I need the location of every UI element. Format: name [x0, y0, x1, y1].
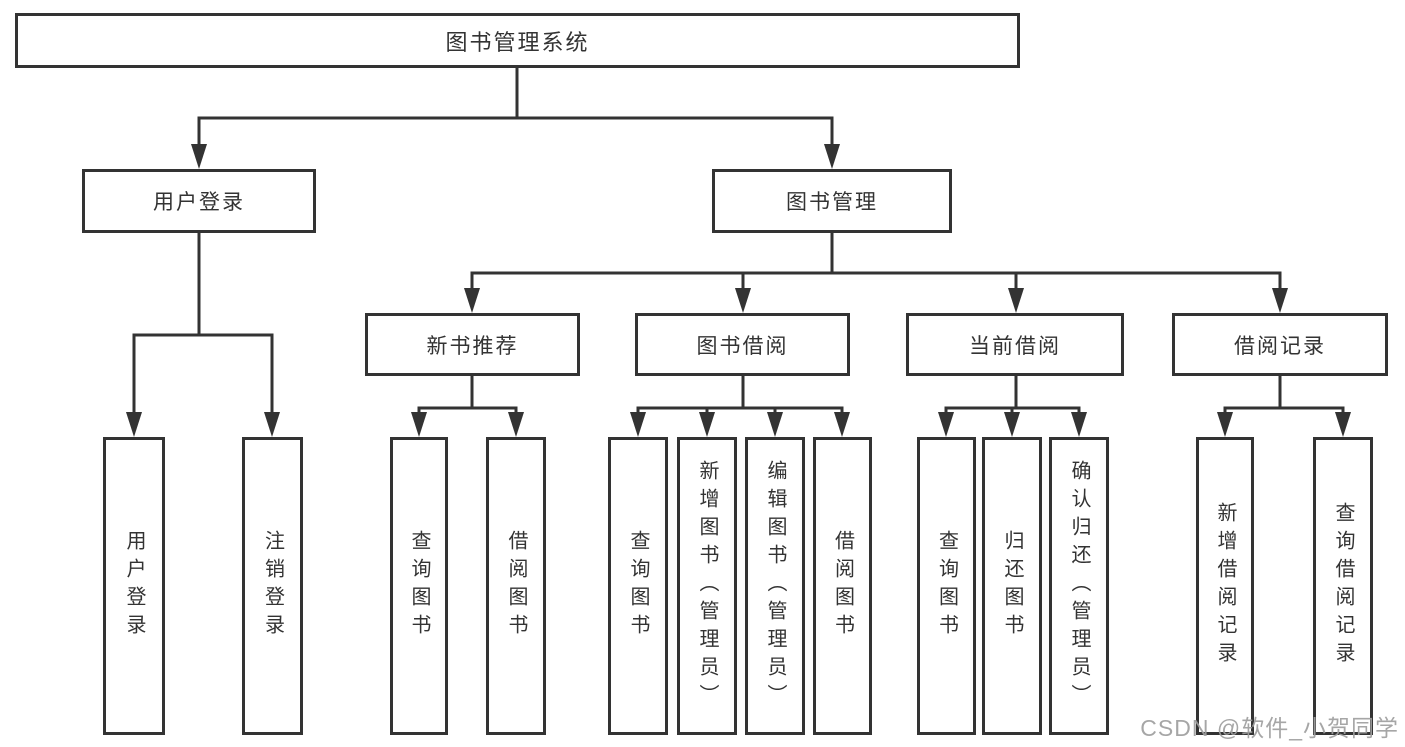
arrowhead-icon: [699, 412, 715, 437]
arrowhead-icon: [1071, 412, 1087, 437]
arrowhead-icon: [767, 412, 783, 437]
node-borrowing-records: 借阅记录: [1172, 313, 1388, 376]
arrowhead-icon: [1335, 412, 1351, 437]
arrowhead-icon: [411, 412, 427, 437]
node-library-management-system: 图书管理系统: [15, 13, 1020, 68]
arrowhead-icon: [938, 412, 954, 437]
node-edit-book-admin: 编辑图书（管理员）: [745, 437, 805, 735]
node-new-book-recommendation: 新书推荐: [365, 313, 580, 376]
arrowhead-icon: [630, 412, 646, 437]
node-user-login-leaf: 用户登录: [103, 437, 165, 735]
arrowhead-icon: [191, 144, 207, 169]
arrowhead-icon: [1217, 412, 1233, 437]
node-current-borrowing: 当前借阅: [906, 313, 1124, 376]
arrowhead-icon: [824, 144, 840, 169]
node-add-book-admin: 新增图书（管理员）: [677, 437, 737, 735]
node-user-login: 用户登录: [82, 169, 316, 233]
node-book-management: 图书管理: [712, 169, 952, 233]
node-query-books-borrowing: 查询图书: [608, 437, 668, 735]
node-query-borrow-record: 查询借阅记录: [1313, 437, 1373, 735]
arrowhead-icon: [1272, 288, 1288, 313]
arrowhead-icon: [1004, 412, 1020, 437]
node-query-books-recommend: 查询图书: [390, 437, 448, 735]
node-borrow-books-recommend: 借阅图书: [486, 437, 546, 735]
arrowhead-icon: [264, 412, 280, 437]
arrowhead-icon: [1008, 288, 1024, 313]
node-book-borrowing: 图书借阅: [635, 313, 850, 376]
arrowhead-icon: [508, 412, 524, 437]
arrowhead-icon: [464, 288, 480, 313]
node-borrow-books-borrowing: 借阅图书: [813, 437, 872, 735]
node-return-books: 归还图书: [982, 437, 1042, 735]
node-confirm-return-admin: 确认归还（管理员）: [1049, 437, 1109, 735]
arrowhead-icon: [126, 412, 142, 437]
arrowhead-icon: [735, 288, 751, 313]
node-logout: 注销登录: [242, 437, 303, 735]
watermark: CSDN @软件_小贺同学: [1140, 715, 1399, 741]
node-add-borrow-record: 新增借阅记录: [1196, 437, 1254, 735]
arrowhead-icon: [834, 412, 850, 437]
node-query-books-current: 查询图书: [917, 437, 976, 735]
